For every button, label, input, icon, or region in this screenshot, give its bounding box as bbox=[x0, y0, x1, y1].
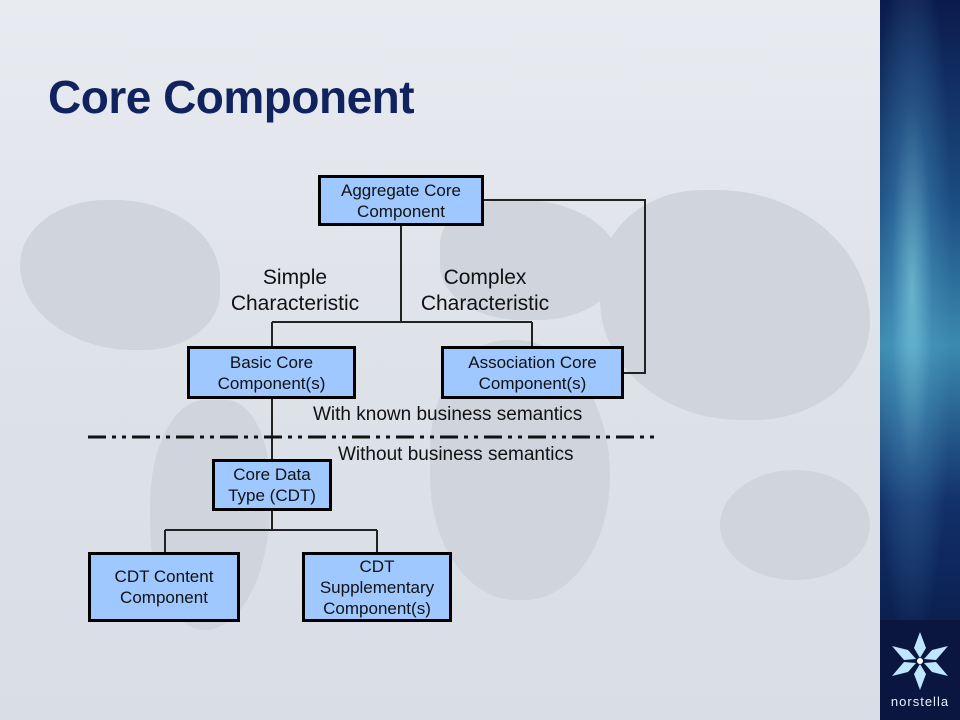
snowflake-logo-icon bbox=[892, 632, 948, 690]
brand-wordmark: norstella bbox=[890, 694, 950, 709]
cdt-content-component-box: CDT Content Component bbox=[88, 552, 240, 622]
basic-core-component-box: Basic Core Component(s) bbox=[187, 346, 356, 399]
aggregate-core-component-box: Aggregate Core Component bbox=[318, 175, 484, 226]
complex-characteristic-label: Complex Characteristic bbox=[420, 266, 550, 315]
slide-title: Core Component bbox=[48, 71, 415, 123]
association-loop bbox=[484, 199, 646, 374]
association-core-component-box: Association Core Component(s) bbox=[441, 346, 624, 399]
map-australia bbox=[720, 470, 870, 580]
map-north-america bbox=[20, 200, 220, 350]
decorative-aurora-sidebar bbox=[880, 0, 960, 720]
logo-panel bbox=[880, 620, 960, 720]
cdt-supplementary-component-box: CDT Supplementary Component(s) bbox=[302, 552, 452, 622]
with-semantics-label: With known business semantics bbox=[313, 404, 583, 425]
simple-characteristic-label: Simple Characteristic bbox=[230, 266, 360, 315]
core-data-type-box: Core Data Type (CDT) bbox=[212, 459, 332, 511]
without-semantics-label: Without business semantics bbox=[338, 444, 574, 465]
